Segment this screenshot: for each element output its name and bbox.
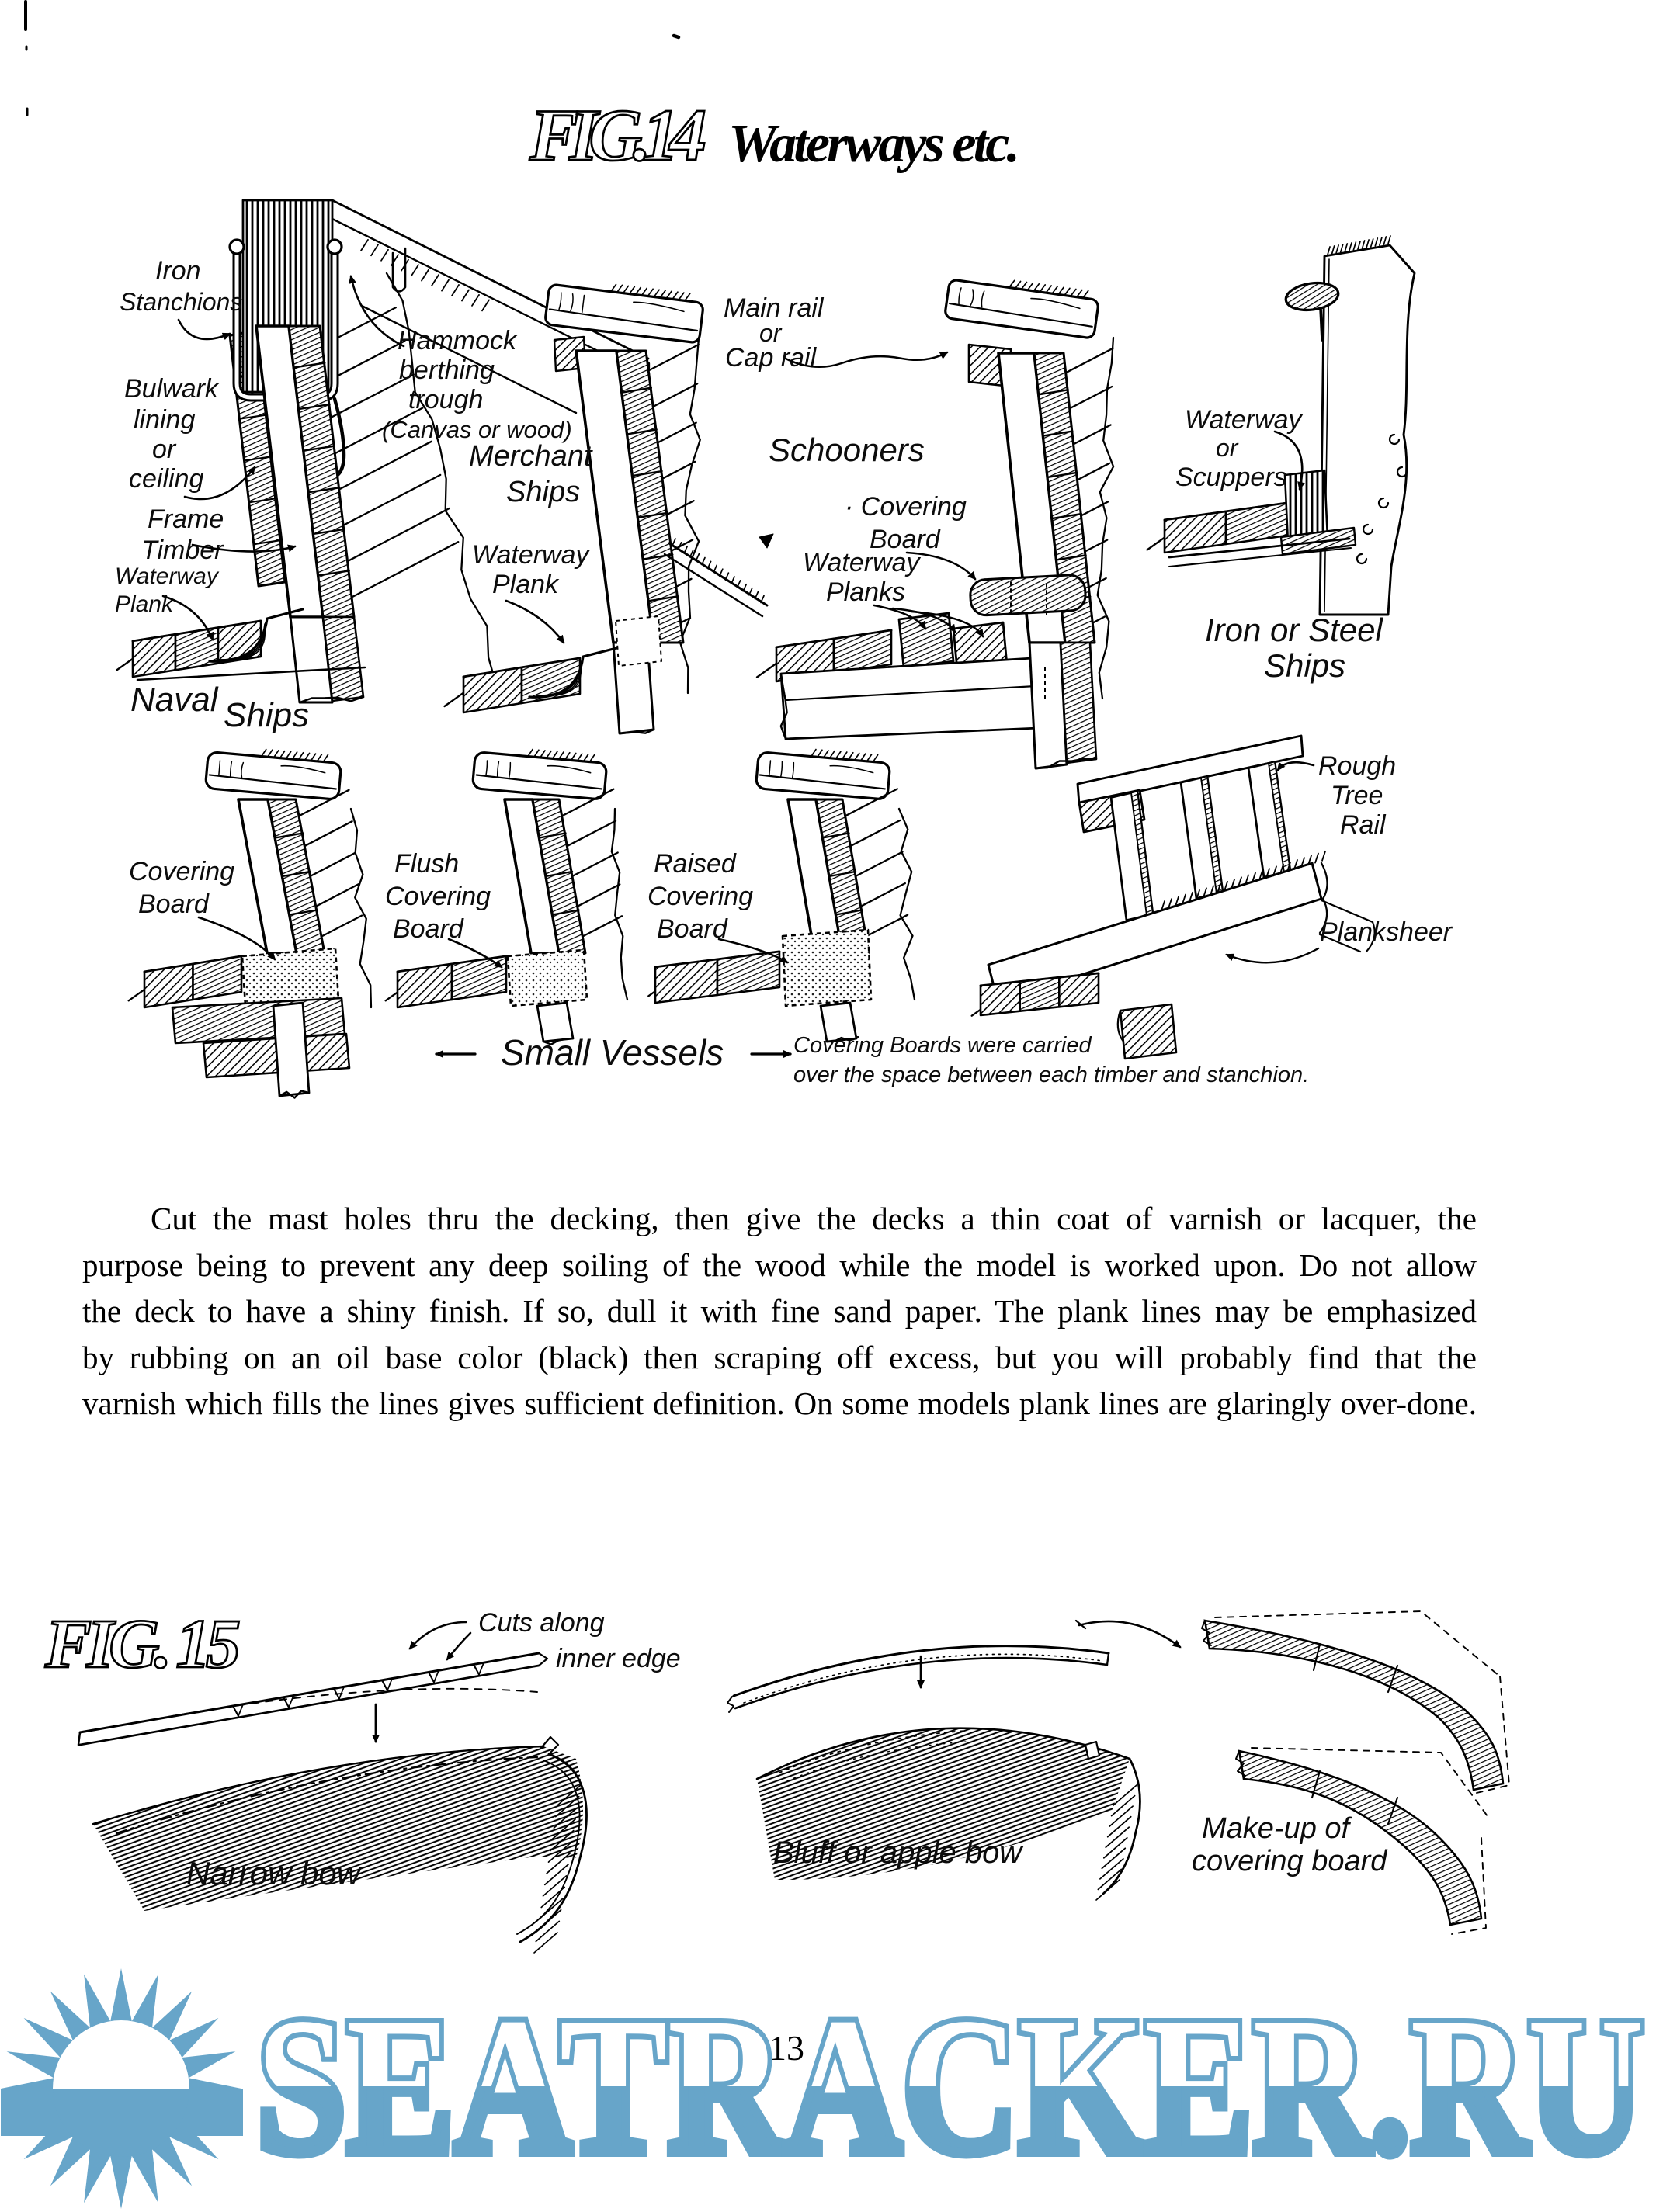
svg-text:SEATRACKER.RU: SEATRACKER.RU: [256, 1977, 1644, 2194]
svg-text:Timber: Timber: [141, 536, 224, 565]
svg-text:Schooners: Schooners: [769, 432, 925, 468]
svg-text:Waterways etc.: Waterways etc.: [728, 114, 1020, 174]
svg-text:Bluff or apple bow: Bluff or apple bow: [773, 1836, 1024, 1870]
svg-text:· Covering: · Covering: [845, 492, 967, 522]
svg-text:Stanchions: Stanchions: [120, 288, 242, 316]
svg-text:Iron: Iron: [155, 256, 201, 286]
svg-text:Waterway: Waterway: [115, 563, 220, 589]
svg-text:Rail: Rail: [1340, 810, 1387, 840]
svg-text:Ships: Ships: [1264, 647, 1345, 684]
svg-text:Frame: Frame: [148, 504, 224, 534]
svg-text:Hammock: Hammock: [398, 326, 518, 355]
svg-text:Planks: Planks: [826, 577, 905, 607]
svg-text:ceiling: ceiling: [129, 464, 203, 494]
svg-text:FIG.14: FIG.14: [529, 94, 706, 176]
svg-text:or: or: [1216, 434, 1239, 462]
svg-text:Board: Board: [657, 914, 728, 944]
svg-text:or: or: [759, 319, 783, 347]
svg-text:berthing: berthing: [399, 355, 495, 385]
svg-text:Ships: Ships: [506, 476, 580, 508]
svg-text:Board: Board: [870, 525, 941, 554]
svg-text:Planksheer: Planksheer: [1320, 917, 1453, 947]
svg-text:Board: Board: [138, 889, 210, 919]
svg-text:Ships: Ships: [224, 696, 309, 734]
svg-text:Bulwark: Bulwark: [124, 374, 220, 404]
svg-text:Covering: Covering: [647, 882, 753, 911]
svg-text:Waterway: Waterway: [472, 540, 591, 570]
svg-text:Rough: Rough: [1318, 751, 1396, 781]
svg-text:Tree: Tree: [1331, 781, 1383, 810]
svg-text:13: 13: [769, 2028, 804, 2068]
svg-text:Plank: Plank: [492, 570, 560, 599]
svg-text:Covering: Covering: [385, 882, 491, 911]
svg-text:Waterway: Waterway: [1185, 405, 1304, 435]
svg-text:Naval: Naval: [130, 681, 219, 719]
svg-text:Raised: Raised: [654, 849, 737, 879]
svg-text:Covering: Covering: [129, 857, 234, 886]
svg-text:Scuppers: Scuppers: [1175, 463, 1287, 492]
svg-text:SEATRACKER.RU: SEATRACKER.RU: [256, 1977, 1644, 2194]
svg-text:Small Vessels: Small Vessels: [501, 1032, 724, 1073]
svg-text:Covering Boards were carried: Covering Boards were carried: [793, 1033, 1092, 1058]
svg-text:Cap rail: Cap rail: [725, 343, 818, 373]
svg-text:covering board: covering board: [1192, 1845, 1388, 1877]
svg-text:Cuts along: Cuts along: [478, 1608, 605, 1638]
svg-text:Board: Board: [393, 914, 464, 944]
svg-text:Main rail: Main rail: [724, 293, 825, 323]
svg-text:trough: trough: [408, 385, 483, 414]
svg-text:Flush: Flush: [394, 849, 459, 879]
svg-text:inner edge: inner edge: [556, 1644, 681, 1673]
svg-text:Iron or Steel: Iron or Steel: [1205, 612, 1383, 648]
svg-text:or: or: [152, 435, 177, 464]
svg-text:Make-up of: Make-up of: [1202, 1812, 1352, 1845]
svg-text:lining: lining: [134, 405, 195, 435]
svg-text:Merchant: Merchant: [469, 440, 593, 473]
svg-text:FIG. 15: FIG. 15: [44, 1606, 241, 1683]
svg-text:Plank: Plank: [115, 591, 175, 617]
svg-text:over the space between each ti: over the space between each timber and s…: [793, 1063, 1309, 1087]
svg-text:Narrow bow: Narrow bow: [186, 1855, 363, 1891]
svg-text:SEATRACKER.RU: SEATRACKER.RU: [256, 1977, 1644, 2194]
svg-text:(Canvas or wood): (Canvas or wood): [382, 416, 572, 443]
svg-text:Waterway: Waterway: [803, 548, 922, 577]
